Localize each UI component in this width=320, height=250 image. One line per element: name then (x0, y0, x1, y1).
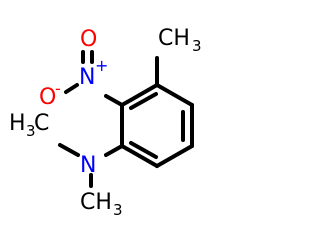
atom-oxygen-double: O (80, 27, 97, 52)
charge-oxygen-minus: - (55, 79, 61, 98)
atom-amine-nitrogen: N (80, 153, 96, 178)
atom-methyl-bottom-count: 3 (113, 201, 123, 219)
bond-ring-nitro-n (104, 94, 124, 107)
atom-methyl-left-h: H (9, 111, 26, 136)
ring-bond-c5-c6 (120, 144, 159, 168)
charge-nitro-plus: + (95, 56, 108, 75)
atom-nitro-nitrogen: N (79, 65, 95, 90)
atom-methyl-top-count: 3 (192, 37, 202, 55)
bond-ring-amine-n (104, 144, 124, 157)
atom-oxygen-single: O (39, 85, 56, 110)
ring-bond-c4-c5 (155, 144, 194, 168)
bond-nitro-n-o-single (64, 83, 79, 94)
ring-double-bond-c1-c2 (129, 92, 158, 110)
bond-amine-n-methyl-left (58, 143, 80, 157)
ring-double-bond-c5-c6 (129, 141, 158, 159)
benzene-ring (120, 83, 194, 168)
atom-methyl-left-c: C (34, 111, 49, 136)
atom-methyl-top-label: CH (158, 26, 190, 51)
molecule-structure: CH 3 O N + O - N H 3 C CH 3 (9, 26, 202, 219)
atom-methyl-bottom-label: CH (80, 190, 112, 215)
ring-bond-c2-c3 (155, 83, 194, 107)
atom-methyl-left-count: 3 (26, 122, 36, 140)
ring-bond-c1-c2 (120, 83, 159, 107)
